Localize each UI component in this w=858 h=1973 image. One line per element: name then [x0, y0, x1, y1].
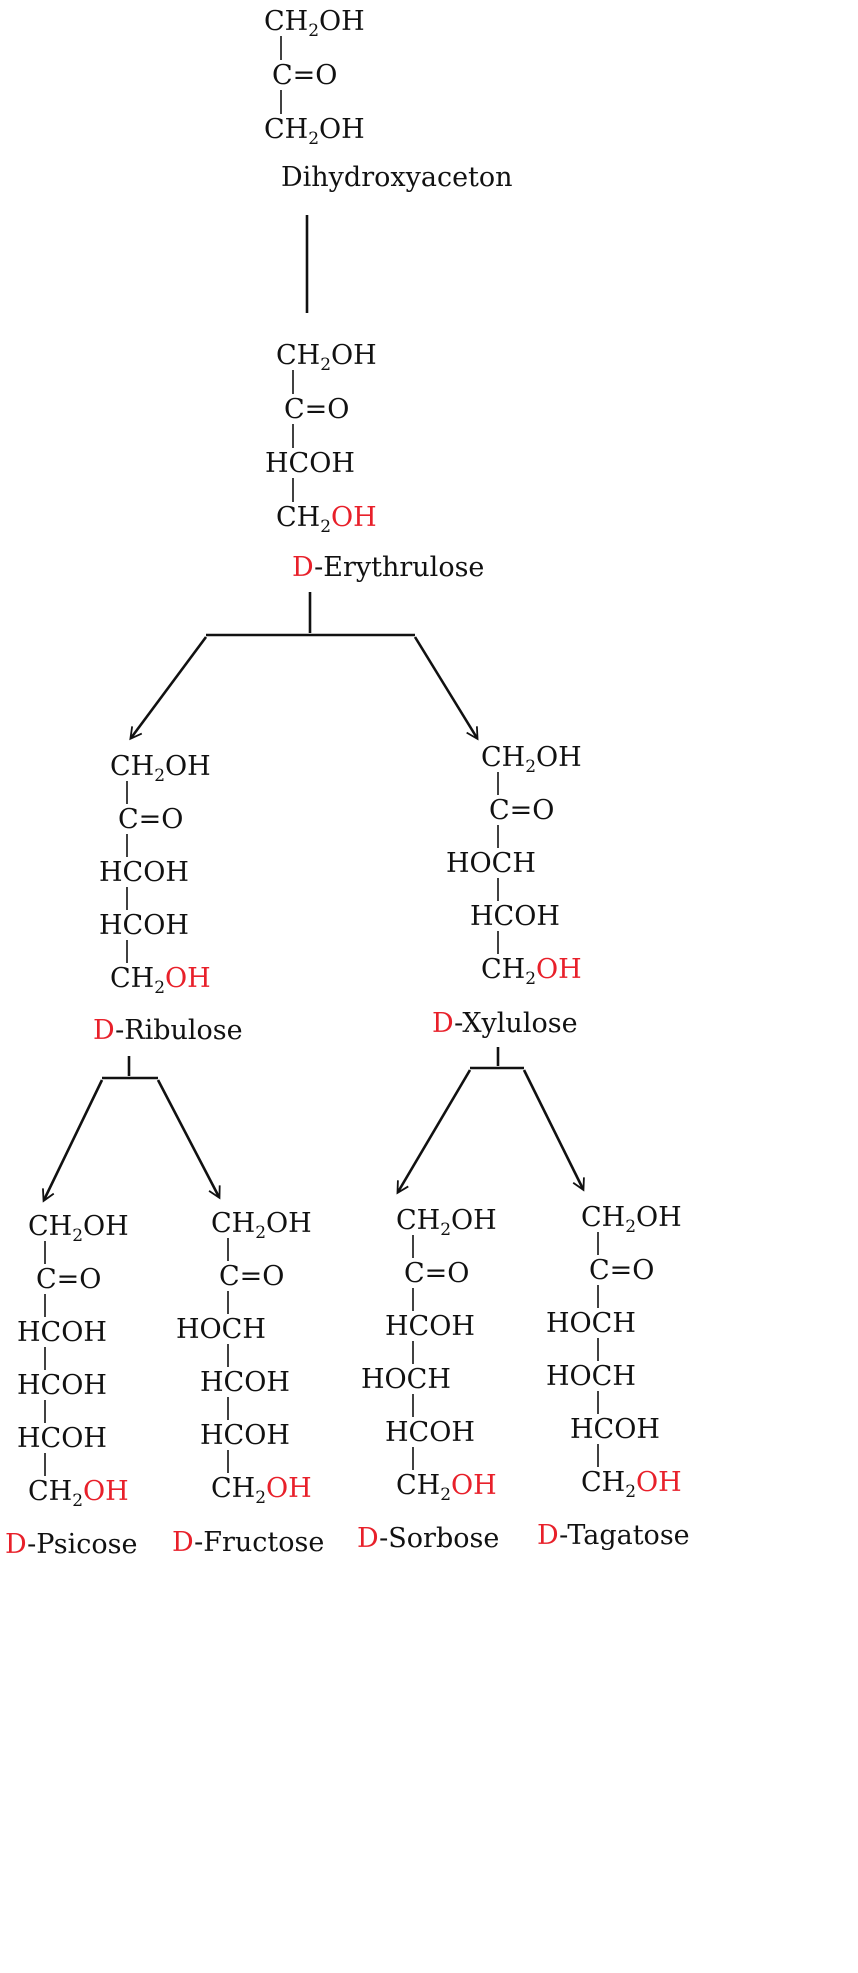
molecule-name-psicose: D-Psicose — [5, 1529, 137, 1560]
bottom-ch2oh: CH2OH — [481, 954, 582, 989]
top-ch2oh: CH2OH — [28, 1211, 129, 1246]
carbonyl-group: C=O — [36, 1264, 101, 1295]
molecules: CH2OHC=OCH2OHDihydroxyacetonCH2OHC=OHCOH… — [5, 6, 690, 1560]
carbonyl-group: C=O — [219, 1261, 284, 1292]
arrow-to-fructose — [156, 1079, 221, 1200]
top-ch2oh: CH2OH — [481, 742, 582, 777]
arrow-to-xylulose — [413, 636, 479, 741]
carbonyl-group: C=O — [272, 60, 337, 91]
hcoh-group: HCOH — [17, 1423, 107, 1454]
carbonyl-group: C=O — [489, 795, 554, 826]
bottom-ch2oh: CH2OH — [276, 502, 377, 537]
hoch-group: HOCH — [446, 848, 536, 879]
hcoh-group: HCOH — [470, 901, 560, 932]
hcoh-group: HCOH — [17, 1370, 107, 1401]
molecule-name-fructose: D-Fructose — [172, 1527, 324, 1558]
molecule-name-tagatose: D-Tagatose — [537, 1520, 690, 1551]
carbonyl-group: C=O — [404, 1258, 469, 1289]
bottom-ch2oh: CH2OH — [396, 1470, 497, 1505]
bottom-ch2oh: CH2OH — [211, 1473, 312, 1508]
bottom-ch2oh: CH2OH — [264, 114, 365, 149]
hcoh-group: HCOH — [570, 1414, 660, 1445]
hoch-group: HOCH — [176, 1314, 266, 1345]
molecule-erythrulose: CH2OH C=O HCOH CH2OH D-Erythrulose — [265, 340, 484, 583]
molecule-tagatose: CH2OH C=O HOCH HOCH HCOH CH2OH D-Tagatose — [537, 1202, 690, 1551]
molecule-name-erythrulose: D-Erythrulose — [292, 552, 484, 583]
arrow-to-sorbose — [396, 1069, 472, 1195]
hcoh-group: HCOH — [385, 1417, 475, 1448]
hcoh-group: HCOH — [385, 1311, 475, 1342]
arrow-to-tagatose — [522, 1069, 585, 1192]
carbonyl-group: C=O — [284, 394, 349, 425]
hoch-group: HOCH — [546, 1361, 636, 1392]
molecule-name-dihydroxyaceton: Dihydroxyaceton — [281, 162, 513, 193]
top-ch2oh: CH2OH — [581, 1202, 682, 1237]
molecule-ribulose: CH2OH C=O HCOH HCOH CH2OH D-Ribulose — [93, 751, 243, 1046]
top-ch2oh: CH2OH — [211, 1208, 312, 1243]
top-ch2oh: CH2OH — [276, 340, 377, 375]
arrow-to-psicose — [42, 1079, 104, 1203]
bottom-ch2oh: CH2OH — [581, 1467, 682, 1502]
top-ch2oh: CH2OH — [110, 751, 211, 786]
top-ch2oh: CH2OH — [396, 1205, 497, 1240]
hoch-group: HOCH — [361, 1364, 451, 1395]
hoch-group: HOCH — [546, 1308, 636, 1339]
molecule-name-xylulose: D-Xylulose — [432, 1008, 578, 1039]
molecule-name-ribulose: D-Ribulose — [93, 1015, 243, 1046]
hcoh-group: HCOH — [99, 857, 189, 888]
hcoh-group: HCOH — [200, 1420, 290, 1451]
carbonyl-group: C=O — [589, 1255, 654, 1286]
connectors — [42, 215, 585, 1203]
bottom-ch2oh: CH2OH — [28, 1476, 129, 1511]
arrow-to-ribulose — [129, 636, 208, 741]
hcoh-group: HCOH — [265, 448, 355, 479]
molecule-xylulose: CH2OH C=O HOCH HCOH CH2OH D-Xylulose — [432, 742, 582, 1039]
molecule-fructose: CH2OH C=O HOCH HCOH HCOH CH2OH D-Fructose — [172, 1208, 324, 1558]
hcoh-group: HCOH — [200, 1367, 290, 1398]
bottom-ch2oh: CH2OH — [110, 963, 211, 998]
molecule-dihydroxyaceton: CH2OH C=O CH2OH Dihydroxyaceton — [264, 6, 513, 193]
hcoh-group: HCOH — [99, 910, 189, 941]
carbonyl-group: C=O — [118, 804, 183, 835]
top-ch2oh: CH2OH — [264, 6, 365, 41]
molecule-sorbose: CH2OH C=O HCOH HOCH HCOH CH2OH D-Sorbose — [357, 1205, 499, 1554]
molecule-psicose: CH2OH C=O HCOH HCOH HCOH CH2OH D-Psicose — [5, 1211, 137, 1560]
hcoh-group: HCOH — [17, 1317, 107, 1348]
molecule-name-sorbose: D-Sorbose — [357, 1523, 499, 1554]
